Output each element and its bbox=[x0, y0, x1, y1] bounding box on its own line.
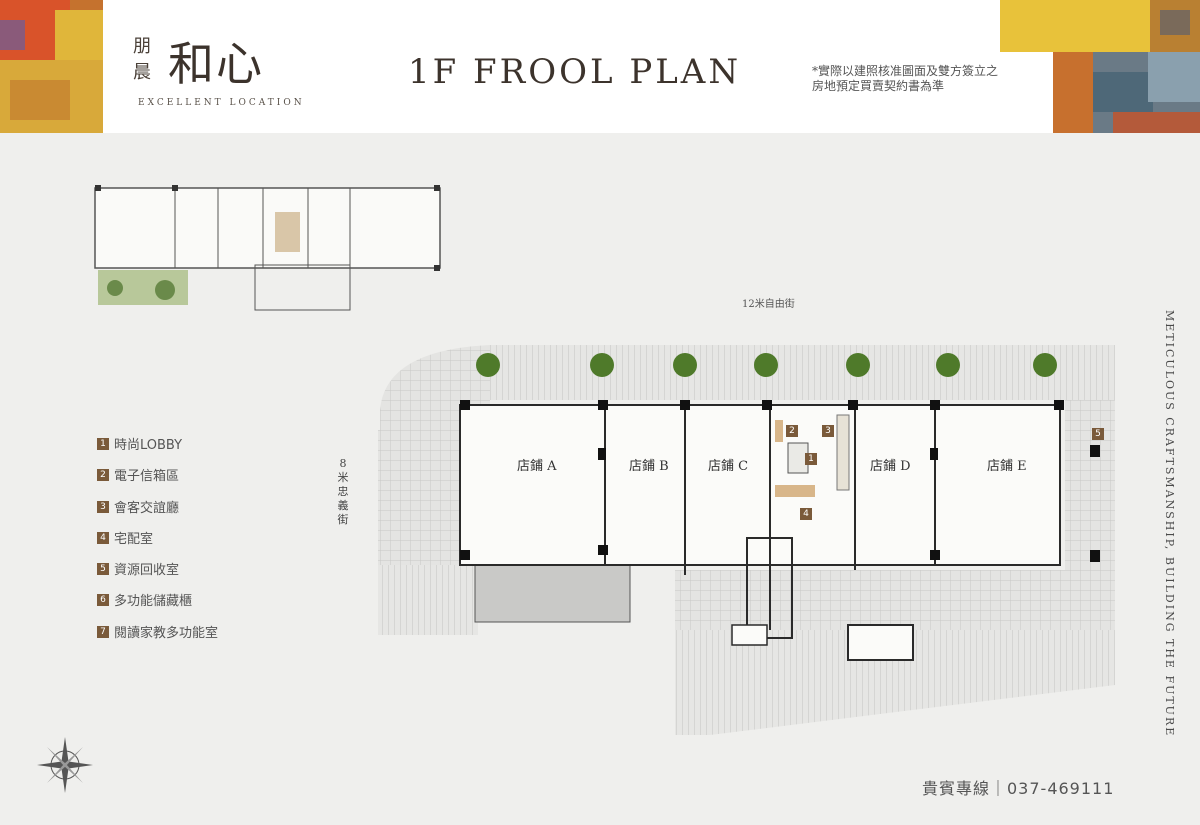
legend-num: 5 bbox=[97, 562, 109, 575]
legend-num: 7 bbox=[97, 625, 109, 638]
brand-small-char-2: 晨 bbox=[133, 62, 151, 83]
plan-marker-2: 2 bbox=[786, 425, 798, 437]
disclaimer-line-1: *實際以建照核准圖面及雙方簽立之 bbox=[812, 64, 999, 78]
header-art-right-top bbox=[1000, 0, 1200, 52]
plan-marker-4: 4 bbox=[800, 508, 812, 520]
street-label-top: 12米自由街 bbox=[742, 299, 795, 310]
header-art-left bbox=[0, 0, 103, 133]
brand-logo-text: 和心 bbox=[168, 37, 264, 91]
legend-label: 時尚LOBBY bbox=[114, 438, 183, 453]
disclaimer-line-2: 房地預定買賣契約書為準 bbox=[812, 79, 945, 93]
legend-item-1: 1 時尚LOBBY bbox=[97, 434, 182, 453]
main-floor-plan bbox=[378, 345, 1115, 735]
legend-num: 4 bbox=[97, 531, 109, 544]
legend-item-7: 7 閱讀家教多功能室 bbox=[97, 622, 218, 641]
legend-num: 1 bbox=[97, 437, 109, 450]
legend-label: 電子信箱區 bbox=[114, 469, 180, 484]
hotline: 貴賓專線｜037-469111 bbox=[922, 779, 1115, 798]
street-label-left: 8米忠義街 bbox=[337, 457, 349, 526]
legend-item-5: 5 資源回收室 bbox=[97, 559, 179, 578]
vertical-slogan: METICULOUS CRAFTSMANSHIP, BUILDING THE F… bbox=[1160, 310, 1180, 738]
shop-label-c: 店鋪 C bbox=[708, 459, 749, 474]
plan-marker-1: 1 bbox=[805, 453, 817, 465]
legend-item-3: 3 會客交誼廳 bbox=[97, 497, 179, 516]
legend-num: 3 bbox=[97, 500, 109, 513]
legend-label: 多功能儲藏櫃 bbox=[114, 594, 193, 609]
compass-rose-icon bbox=[37, 737, 93, 793]
plan-marker-5: 5 bbox=[1092, 428, 1104, 440]
shop-label-b: 店鋪 B bbox=[629, 459, 669, 474]
key-plan-thumbnail bbox=[94, 185, 441, 311]
legend-item-4: 4 宅配室 bbox=[97, 528, 153, 547]
page-title: 1F FROOL PLAN bbox=[408, 52, 742, 92]
plan-marker-3: 3 bbox=[822, 425, 834, 437]
legend-label: 資源回收室 bbox=[114, 563, 180, 578]
legend-num: 2 bbox=[97, 468, 109, 481]
legend-label: 宅配室 bbox=[114, 532, 154, 547]
disclaimer-note: *實際以建照核准圖面及雙方簽立之 房地預定買賣契約書為準 bbox=[812, 64, 998, 94]
shop-label-a: 店鋪 A bbox=[517, 459, 557, 474]
legend-label: 閱讀家教多功能室 bbox=[114, 626, 219, 641]
shop-label-d: 店鋪 D bbox=[870, 459, 911, 474]
brand-tagline: EXCELLENT LOCATION bbox=[138, 98, 305, 108]
legend-num: 6 bbox=[97, 593, 109, 606]
header-art-right-bottom bbox=[1053, 52, 1200, 133]
shop-label-e: 店鋪 E bbox=[987, 459, 1027, 474]
brand-small-char-1: 朋 bbox=[133, 36, 151, 57]
legend-item-2: 2 電子信箱區 bbox=[97, 465, 179, 484]
legend-item-6: 6 多功能儲藏櫃 bbox=[97, 590, 192, 609]
slogan-text: METICULOUS CRAFTSMANSHIP, BUILDING THE F… bbox=[1163, 310, 1176, 738]
legend-label: 會客交誼廳 bbox=[114, 501, 180, 516]
